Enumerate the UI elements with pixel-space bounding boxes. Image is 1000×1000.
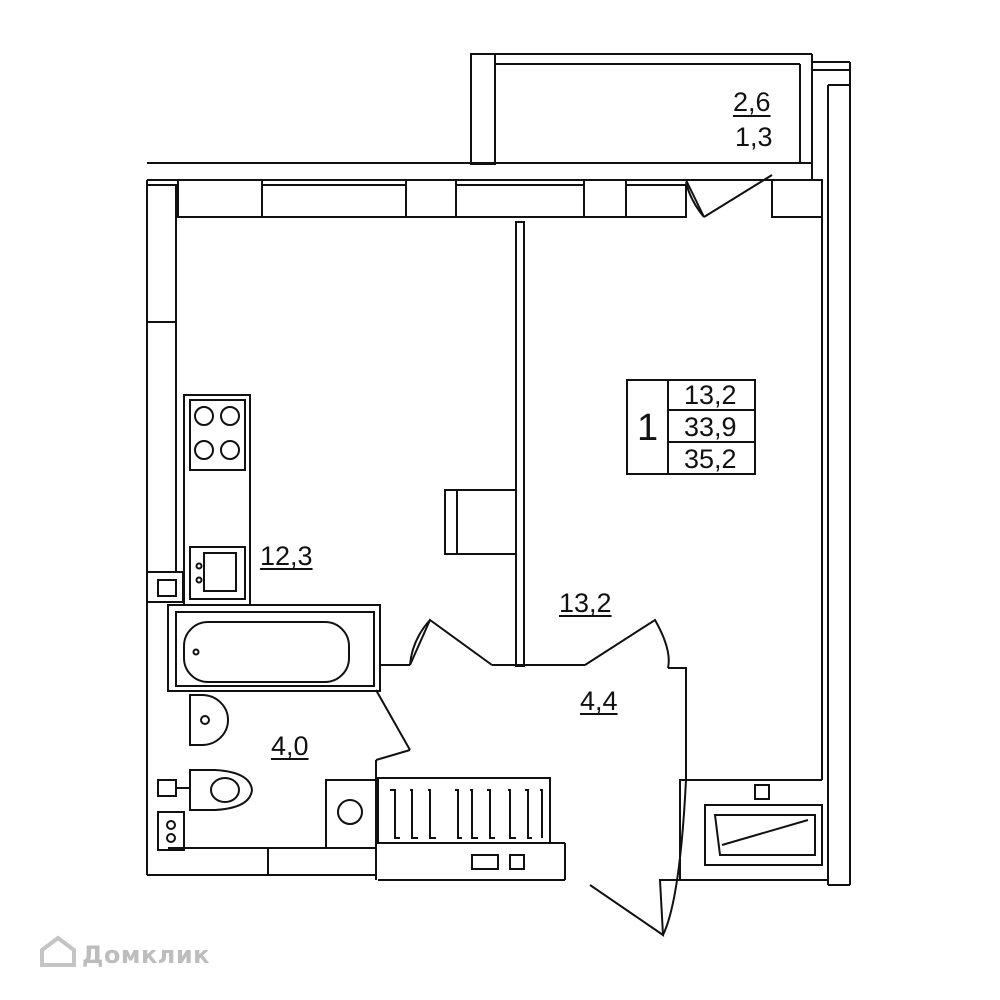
bathroom	[147, 604, 411, 880]
watermark-text: Домклик	[82, 941, 210, 969]
balcony-walls	[470, 53, 850, 180]
wardrobe	[377, 777, 551, 844]
washer-icon	[337, 799, 363, 825]
toilet-icon	[189, 769, 254, 811]
kitchen-area-label: 12,3	[260, 541, 313, 571]
room-count: 1	[637, 407, 659, 449]
hall-area-label: 4,4	[580, 686, 618, 716]
house-logo-icon	[40, 935, 76, 967]
summary-total-with-balcony: 35,2	[684, 444, 737, 474]
kitchen-sink-icon	[203, 552, 237, 592]
burner-icon	[220, 406, 240, 426]
summary-box	[626, 379, 756, 475]
entrance-door	[589, 667, 687, 937]
bathtub-icon	[183, 621, 350, 683]
washbasin-icon	[189, 694, 229, 746]
hallway	[377, 618, 687, 937]
summary-total-area: 33,9	[684, 412, 737, 442]
bathroom-area-label: 4,0	[271, 731, 309, 761]
right-wall	[821, 62, 851, 886]
radiator-niche	[680, 779, 828, 881]
partition-wall	[444, 221, 525, 667]
top-wall	[147, 162, 823, 218]
summary-living-area: 13,2	[684, 380, 737, 410]
balcony-area-top: 2,6	[733, 87, 771, 117]
burner-icon	[220, 440, 240, 460]
kitchen-counter	[183, 394, 251, 606]
burner-icon	[194, 406, 214, 426]
left-wall	[146, 180, 184, 875]
burner-icon	[194, 440, 214, 460]
living-room-area-label: 13,2	[559, 588, 612, 618]
balcony-area-bottom: 1,3	[735, 122, 773, 152]
